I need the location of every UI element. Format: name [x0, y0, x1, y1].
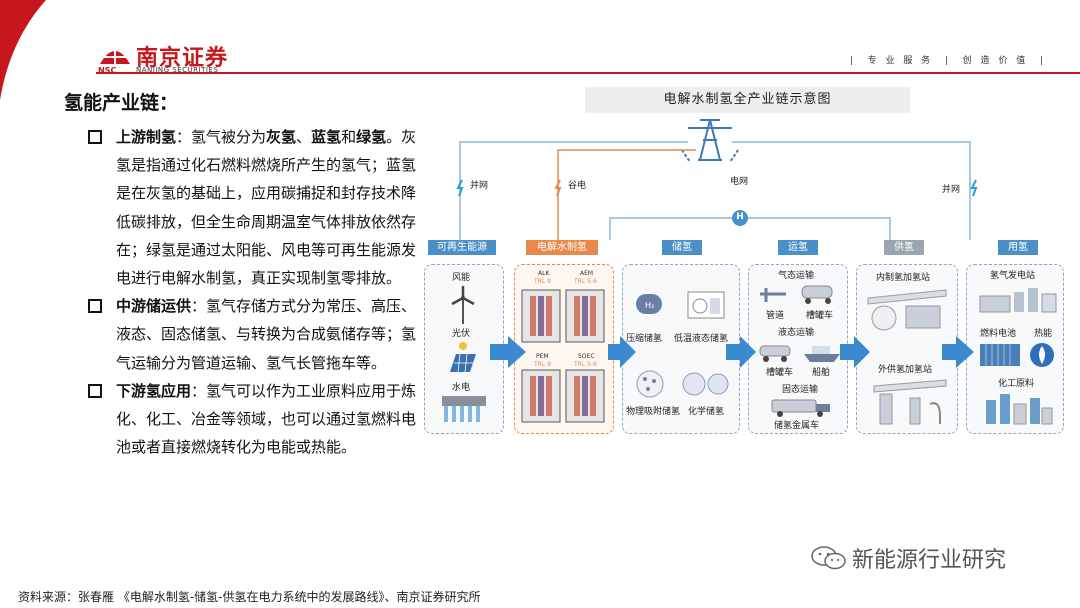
metal-hydride-truck-label: 储氢金属车: [774, 421, 820, 431]
aem-trl: TRL 5-6: [574, 278, 597, 285]
offsite-station-icon: [873, 379, 947, 425]
bullet-text: 和: [341, 128, 357, 146]
stage-header-use: 用氢: [998, 240, 1038, 255]
header-divider: [96, 72, 1080, 74]
aem-label: AEM: [580, 270, 594, 277]
checkbox-icon: [88, 130, 102, 144]
wechat-icon: [811, 546, 846, 570]
onsite-station-label: 内制氢加氢站: [876, 273, 931, 283]
chemical-feedstock-label: 化工原料: [998, 379, 1035, 389]
checkbox-icon: [88, 383, 102, 398]
wind-turbine-icon: [451, 286, 475, 324]
power-plant-label: 氢气发电站: [990, 271, 1036, 281]
bullet-text: ：氢气可以作为工业原料应用于炼化、化工、冶金等领域，也可以通过氢燃料电池或者直接…: [116, 381, 417, 457]
bullet-label: 下游氢应用: [116, 381, 192, 400]
tank-truck-label: 槽罐车: [806, 311, 834, 321]
header-slogan: | 专 业 服 务 | 创 造 价 值 |: [849, 56, 1046, 66]
liquid-storage-label: 低温液态储氢: [674, 334, 729, 344]
watermark-text: 新能源行业研究: [852, 548, 1007, 573]
alk-label: ALK: [538, 270, 550, 277]
solar-panel-icon: [450, 342, 476, 373]
stage-header-transport: 运氢: [778, 240, 818, 255]
onsite-station-icon: [867, 289, 947, 331]
brand-name-cn: 南京证券: [136, 45, 229, 71]
metal-hydride-truck-icon: [771, 399, 830, 417]
chemical-storage-label: 化学储氢: [688, 407, 725, 417]
svg-text:H₂: H₂: [645, 301, 654, 310]
section-title: 氢能产业链：: [64, 92, 179, 114]
hydro-dam-icon: [442, 396, 486, 422]
grid-label: 电网: [730, 177, 749, 187]
electrolyzer-cells-icon: [521, 289, 605, 423]
bullet-text: 、: [296, 128, 312, 146]
bullet-text: 。灰氢是指通过化石燃料燃烧所产生的氢气；蓝氢是在灰氢的基础上，应用碳捕捉和封存技…: [116, 128, 417, 288]
liquid-transport-label: 液态运输: [778, 328, 815, 338]
red-corner-decoration: [0, 0, 46, 100]
liquid-transport-icon: [759, 345, 840, 362]
bullet-bold: 灰氢: [266, 128, 297, 146]
compressed-storage-label: 压缩储氢: [626, 334, 663, 344]
bullet-midstream: 中游储运供：氢气存储方式分为常压、高压、液态、固态储氢、与转换为合成氨储存等；氢…: [88, 292, 424, 377]
pipeline-label: 管道: [766, 311, 785, 321]
soec-trl: TRL 5-6: [574, 361, 597, 368]
bullet-bold: 蓝氢: [311, 128, 342, 146]
stage-header-storage: 储氢: [662, 240, 702, 255]
pem-label: PEM: [536, 353, 549, 360]
hydro-label: 水电: [452, 383, 471, 393]
bullet-text: ：氢气被分为: [176, 128, 267, 146]
solid-transport-label: 固态运输: [782, 385, 819, 395]
right-grid-link-label: 并网: [942, 185, 961, 195]
pem-trl: TRL 9: [534, 361, 551, 368]
pipeline-truck-icon: [760, 285, 833, 304]
wind-label: 风能: [452, 273, 471, 283]
brand-abbr: NSC: [98, 66, 117, 75]
heat-label: 热能: [1034, 329, 1053, 339]
solar-label: 光伏: [452, 329, 471, 339]
bullet-label: 上游制氢: [116, 128, 177, 146]
source-note: 资料来源：张春雁 《电解水制氢-储氢-供氢在电力系统中的发展路线》、南京证券研究…: [18, 590, 481, 604]
power-plant-icon: [979, 288, 1057, 313]
stage-header-renewable: 可再生能源: [428, 240, 496, 255]
stage-header-electrolysis: 电解水制氢: [526, 240, 598, 255]
ship-label: 船舶: [812, 368, 831, 378]
power-tower-icon: [681, 119, 739, 163]
offsite-station-label: 外供氢加氢站: [878, 365, 933, 375]
brand-name-en: NANJING SECURITIES: [136, 66, 219, 74]
gas-transport-label: 气态运输: [778, 271, 815, 281]
stage-header-supply: 供氢: [884, 240, 924, 255]
fuel-cell-label: 燃料电池: [980, 329, 1017, 339]
bullet-bold: 绿氢: [356, 128, 387, 146]
bullet-list: 上游制氢：氢气被分为灰氢、蓝氢和绿氢。灰氢是指通过化石燃料燃烧所产生的氢气；蓝氢…: [88, 123, 424, 461]
flow-arrows: [490, 336, 974, 368]
alk-trl: TRL 9: [534, 278, 551, 285]
diagram-title: 电解水制氢全产业链示意图: [585, 87, 910, 113]
bullet-downstream: 下游氢应用：氢气可以作为工业原料应用于炼化、化工、冶金等领域，也可以通过氢燃料电…: [88, 377, 424, 462]
nsc-logo-icon: [100, 46, 130, 64]
physical-adsorption-label: 物理吸附储氢: [626, 407, 681, 417]
hydrogen-badge: H: [736, 212, 744, 222]
bullet-text: ：氢气存储方式分为常压、高压、液态、固态储氢、与转换为合成氨储存等；氢气运输分为…: [116, 297, 417, 372]
chemical-plant-icon: [986, 394, 1053, 425]
valley-power-label: 谷电: [568, 181, 587, 191]
bullet-upstream: 上游制氢：氢气被分为灰氢、蓝氢和绿氢。灰氢是指通过化石燃料燃烧所产生的氢气；蓝氢…: [88, 123, 424, 292]
diagram-connectors: [456, 119, 978, 240]
storage-tanks-icon: H₂: [636, 291, 725, 319]
fuel-cell-heat-icon: [980, 343, 1054, 367]
checkbox-icon: [88, 299, 102, 314]
soec-label: SOEC: [578, 353, 595, 360]
bullet-label: 中游储运供: [116, 297, 192, 316]
liquid-tank-truck-label: 槽罐车: [766, 368, 794, 378]
left-grid-link-label: 并网: [470, 181, 489, 191]
adsorption-storage-icon: [636, 370, 729, 398]
